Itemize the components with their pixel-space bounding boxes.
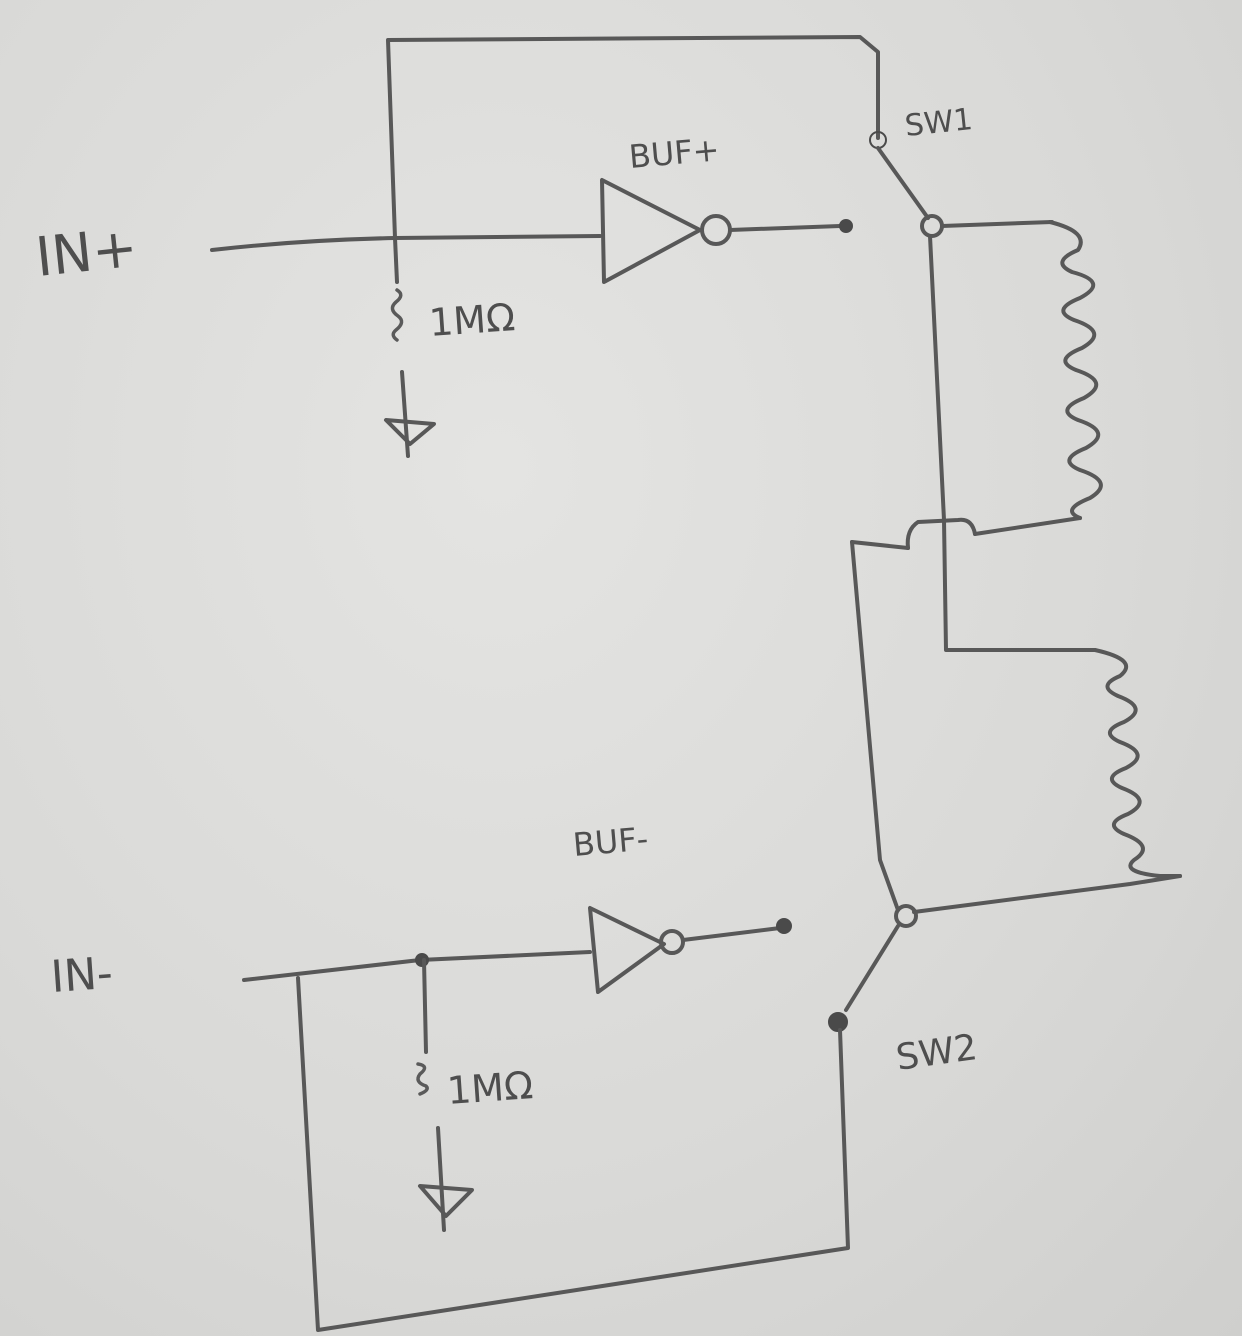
crossover-jumper xyxy=(850,516,1082,550)
buffer-minus xyxy=(588,906,792,994)
switch-sw1 xyxy=(869,131,944,238)
coil-upper xyxy=(1048,220,1103,520)
switch-sw2 xyxy=(828,904,918,1032)
left-vertical-wire-to-sw2 xyxy=(850,540,900,912)
label-resistor-bottom: 1MΩ xyxy=(446,1063,535,1113)
ground-symbol-top xyxy=(384,370,436,458)
in-plus-input-wire xyxy=(210,234,602,252)
label-buf-minus: BUF- xyxy=(571,820,649,864)
resistor-bottom xyxy=(416,958,429,1096)
ground-symbol-bottom xyxy=(418,1126,474,1232)
buffer-plus xyxy=(600,178,853,284)
sw1-feedback-loop-wire xyxy=(386,35,880,240)
vertical-wire-sw1-to-middle xyxy=(928,234,1097,652)
sw2-return-wire-from-coil xyxy=(912,874,1182,914)
coil-lower xyxy=(1093,648,1182,878)
label-buf-plus: BUF+ xyxy=(627,130,721,176)
sw2-feedback-loop-wire xyxy=(296,976,850,1332)
in-minus-input-wire xyxy=(242,950,592,982)
label-sw1: SW1 xyxy=(903,102,974,144)
resistor-top xyxy=(390,236,404,342)
label-in-plus: IN+ xyxy=(33,216,141,289)
label-resistor-top: 1MΩ xyxy=(428,295,517,345)
label-sw2: SW2 xyxy=(894,1027,980,1079)
sw1-to-coil-wire xyxy=(940,220,1054,228)
label-in-minus: IN- xyxy=(49,948,114,1003)
